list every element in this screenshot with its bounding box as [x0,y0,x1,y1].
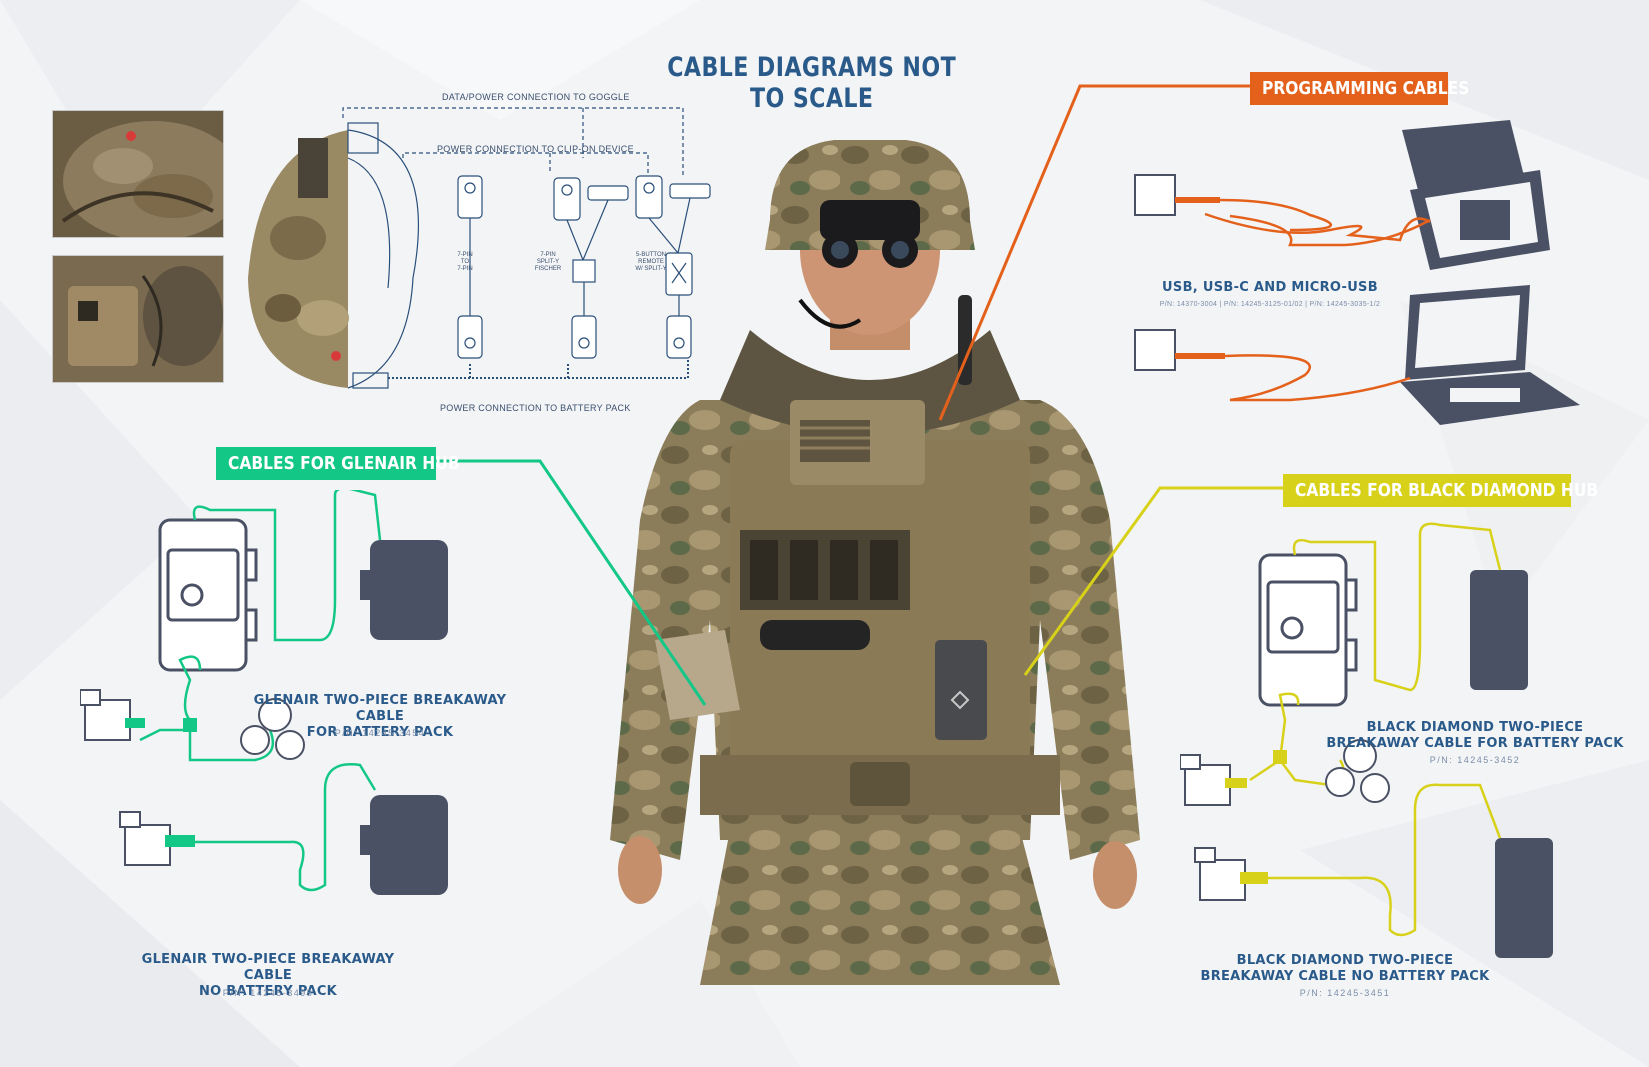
cable-5button-remote-split-y [635,175,711,359]
black-diamond-hub-icon-2 [1495,838,1553,958]
black-diamond-hub-tag: CABLES FOR BLACK DIAMOND HUB [1283,474,1598,507]
programming-caption: USB, USB-C AND MICRO-USB [1162,280,1378,295]
cable-7pin-to-7pin [457,175,483,359]
battery-case-icon [158,518,258,672]
usb-cable-1 [1134,174,1431,247]
glenair-hub-icon-1 [360,540,448,640]
goggle-connection-label: DATA/POWER CONNECTION TO GOGGLE [442,92,630,102]
night-vision-goggle-icon [240,698,305,760]
helmet-photo-bottom [52,255,224,383]
helmet-cable-diagram [248,107,711,389]
clip-on-device-icon-1 [1180,754,1231,806]
page-title: CABLE DIAGRAMS NOT TO SCALE [667,52,957,114]
black-diamond-item2-part-number: P/N: 14245-3451 [1299,988,1391,998]
helmet-half-photo [248,130,349,388]
glenair-item2-part-number: P/N: 14245-3495 [222,988,314,998]
usb-cable-2 [1134,329,1411,402]
glenair-hub-tag: CABLES FOR GLENAIR HUB [216,447,460,480]
laptop-icon [1400,285,1580,425]
battery-connection-label: POWER CONNECTION TO BATTERY PACK [440,403,631,413]
glenair-hub-icon-2 [360,795,448,895]
programming-cables-tag: PROGRAMMING CABLES [1250,72,1469,105]
battery-case-icon [1258,553,1358,707]
black-diamond-hub-icon-1 [1470,570,1528,690]
helmet-half-outline [347,122,419,389]
clip-on-device-icon-1 [80,689,131,741]
glenair-cables-diagram [80,490,448,895]
black-diamond-item1-part-number: P/N: 14245-3452 [1429,755,1521,765]
clip-on-device-icon-2 [1194,847,1246,901]
night-vision-goggle-icon [1325,739,1390,803]
clip-on-device-icon-2 [119,811,171,866]
glenair-item1-part-number: P/N: 14245-3454 [334,728,426,738]
programming-part-numbers: P/N: 14370-3004 | P/N: 14245-3125-01/02 … [1159,301,1381,308]
cable-7pin-split-y-fischer [553,177,629,359]
programming-cables-diagram [1134,120,1580,425]
phone-case-icon [1402,120,1550,270]
clip-on-connection-label: POWER CONNECTION TO CLIP-ON DEVICE [437,144,634,154]
helmet-photo-top [52,110,224,238]
black-diamond-cables-diagram [1180,522,1553,958]
